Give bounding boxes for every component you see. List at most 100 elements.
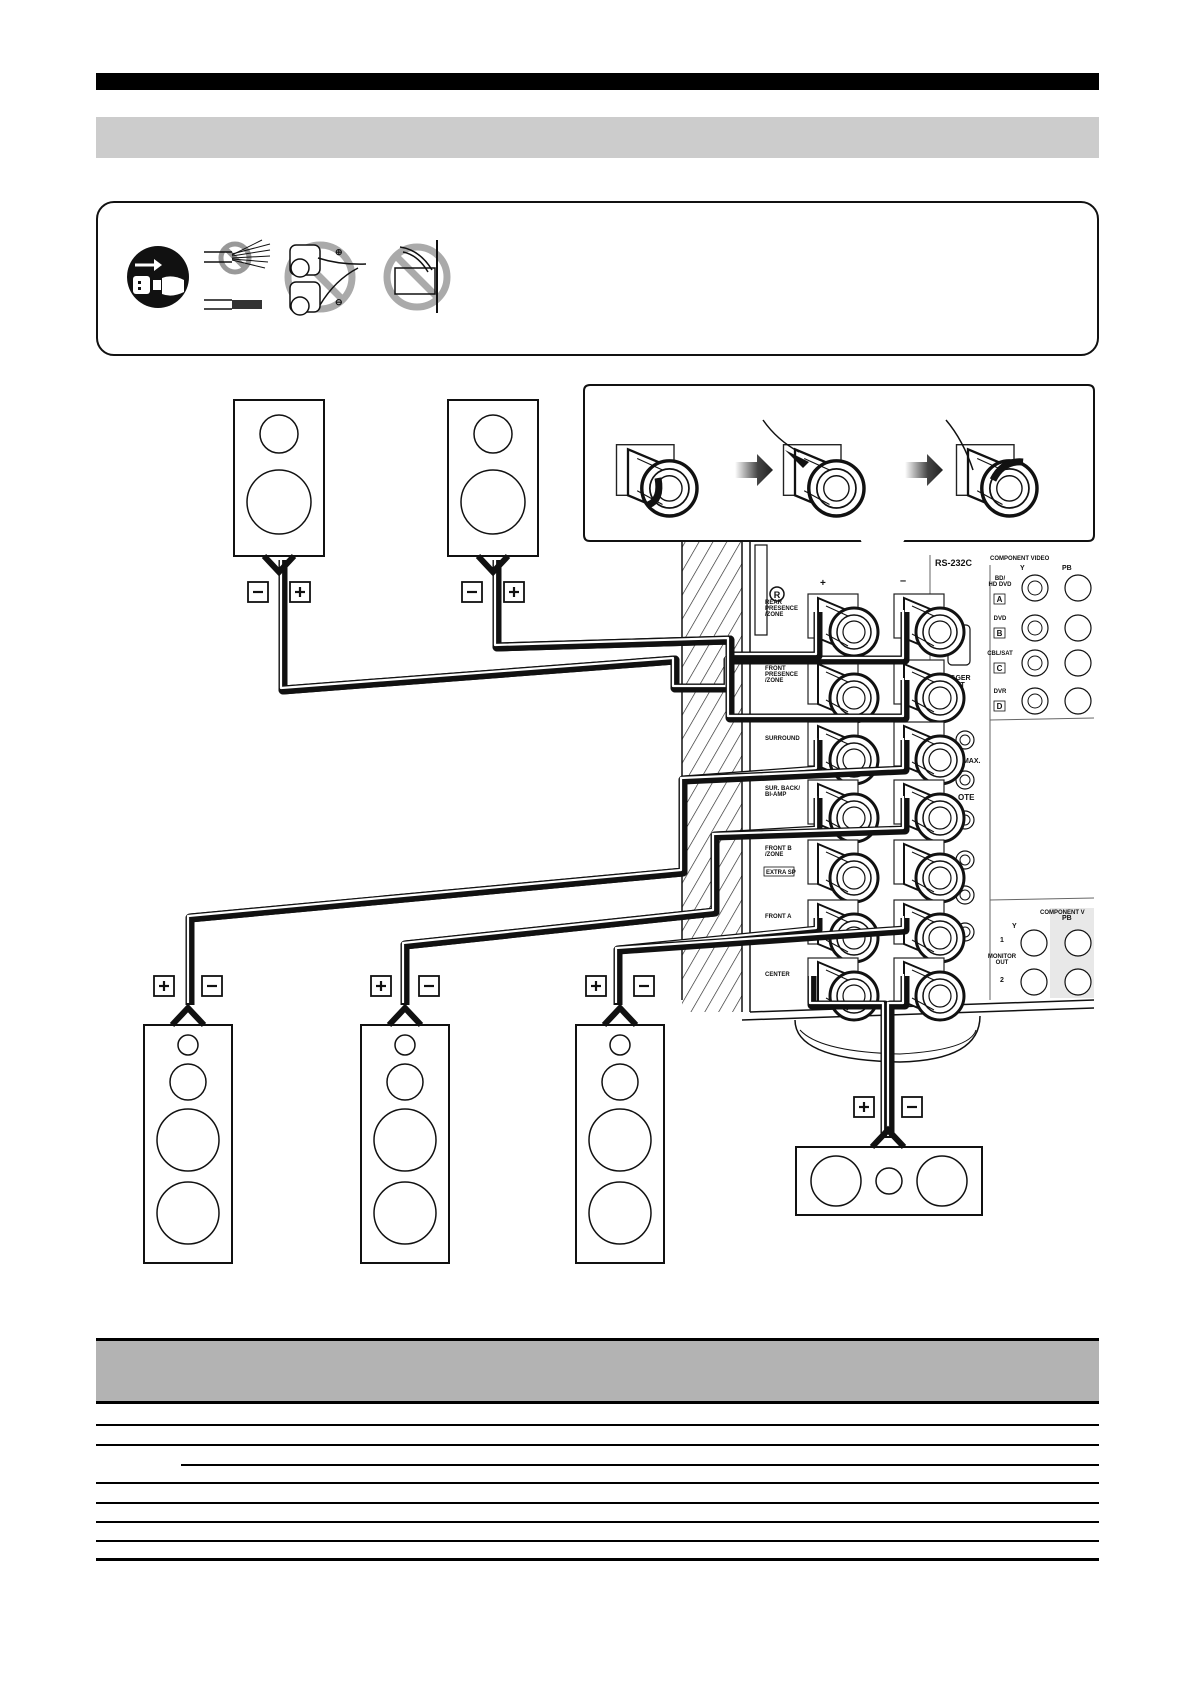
cable-surround-minus (185, 738, 910, 1005)
cable-center-minus (885, 974, 910, 1138)
component-out-pb-label: PB (1062, 915, 1072, 922)
terminal-label-3: SUR. BACK/BI-AMP (765, 786, 800, 798)
table-row-divider (96, 1521, 1099, 1523)
component-input-2-letter: C (997, 664, 1003, 673)
rca-jack-icon (1021, 614, 1049, 642)
monitor-out-2-label: 2 (1000, 977, 1004, 984)
component-input-0-label: BD/HD DVD (988, 576, 1012, 588)
svg-text:⊕: ⊕ (335, 247, 343, 257)
polarity-minus-icon (201, 975, 223, 997)
mini-jack-icon (955, 770, 975, 790)
cable-front-presence-minus (492, 558, 910, 723)
terminal-minus-1 (893, 659, 966, 724)
rca-jack-inner-icon (1027, 655, 1043, 671)
component-input-3-letter: D (997, 702, 1003, 711)
caution-panel (96, 201, 1099, 356)
component-video-out-label: COMPONENT V (1040, 910, 1085, 916)
region-mark-label: R (774, 590, 781, 600)
polarity-minus-icon (461, 581, 483, 603)
rca-jack-inner-icon (1027, 620, 1043, 636)
terminal-plus-1 (807, 659, 880, 724)
twisted-wire-ok-icon (204, 299, 262, 310)
component-video-y-label: Y (1020, 565, 1025, 572)
terminal-column-minus-label: – (900, 575, 906, 587)
terminal-minus-0 (893, 593, 966, 658)
rca-jack-icon (1064, 929, 1092, 957)
center-speaker (795, 1096, 983, 1216)
rca-jack-icon (1064, 687, 1092, 715)
terminal-label-4: FRONT B/ZONE (765, 846, 792, 858)
rca-jack-icon (1020, 929, 1048, 957)
table-row-divider (96, 1482, 1099, 1484)
mini-jack-inner-icon (959, 774, 971, 786)
terminal-minus-4 (893, 839, 966, 904)
polarity-minus-icon (247, 581, 269, 603)
cable-rear-presence-plus (278, 558, 910, 695)
polarity-plus-icon (585, 975, 607, 997)
rca-jack-icon (1064, 968, 1092, 996)
polarity-plus-icon (153, 975, 175, 997)
svg-text:⊖: ⊖ (335, 297, 343, 307)
rca-jack-inner-icon (1027, 580, 1043, 596)
polarity-minus-icon (418, 975, 440, 997)
tighten-arrow-icon (989, 458, 1024, 482)
rca-jack-inner-icon (1027, 693, 1043, 709)
terminal-label-5: FRONT A (765, 914, 792, 920)
extra-sp-badge (763, 866, 795, 877)
input-letter-box (993, 593, 1006, 605)
insert-arrow-icon (785, 450, 809, 468)
front-presence-speaker (447, 399, 539, 603)
rca-jack-icon (1064, 649, 1092, 677)
rca-jack-icon (1021, 687, 1049, 715)
mini-jack-inner-icon (959, 889, 971, 901)
component-input-1-letter: B (997, 629, 1003, 638)
input-letter-box (993, 662, 1006, 674)
surround-back-speaker (360, 975, 450, 1264)
component-out-y-label: Y (1012, 923, 1017, 930)
section-title-band (96, 117, 1099, 158)
right-arrow-icon (735, 454, 773, 486)
polarity-minus-icon (633, 975, 655, 997)
polarity-plus-icon (289, 581, 311, 603)
loosen-arrow-icon (646, 477, 663, 509)
terminal-minus-5 (893, 899, 966, 964)
component-video-pb-label: PB (1062, 565, 1072, 572)
mini-jack-inner-icon (959, 734, 971, 746)
polarity-plus-icon (370, 975, 392, 997)
table-row-divider (96, 1444, 1099, 1446)
terminal-column-plus-label: + (820, 578, 826, 589)
component-input-1-label: DVD (994, 616, 1007, 622)
table-row-divider (181, 1464, 1099, 1466)
region-mark-icon (769, 586, 785, 602)
terminal-label-6: CENTER (765, 972, 790, 978)
rca-jack-icon (1020, 968, 1048, 996)
remote-label: OTE (958, 793, 975, 802)
cable-front-a-minus (613, 916, 910, 1005)
cable-center-plus (807, 974, 890, 1138)
table-header (96, 1338, 1099, 1404)
polarity-minus-icon (901, 1096, 923, 1118)
polarity-plus-icon (853, 1096, 875, 1118)
input-letter-box (993, 700, 1006, 712)
frayed-wire-prohibited-icon (204, 239, 271, 275)
mini-jack-inner-icon (959, 854, 971, 866)
rca-jack-icon (1064, 614, 1092, 642)
terminal-label-2: SURROUND (765, 736, 800, 742)
wire-icon (762, 419, 800, 453)
component-input-3-label: DVR (994, 689, 1007, 695)
binding-post-step-insert-bare-wire (782, 444, 866, 518)
table-row-divider (96, 1502, 1099, 1504)
polarity-plus-icon (503, 581, 525, 603)
terminal-plus-0 (807, 593, 880, 658)
component-input-0-letter: A (997, 595, 1003, 604)
monitor-out-1-label: 1 (1000, 937, 1004, 944)
table-row-divider (96, 1558, 1099, 1561)
unplug-power-icon (127, 246, 189, 308)
component-input-2-label: CBL/SAT (987, 651, 1013, 657)
wire-icon (945, 419, 974, 471)
terminal-short-prohibited-icon: ⊕ ⊖ (284, 241, 367, 316)
surround-speaker (143, 975, 233, 1264)
mini-jack-icon (955, 730, 975, 750)
